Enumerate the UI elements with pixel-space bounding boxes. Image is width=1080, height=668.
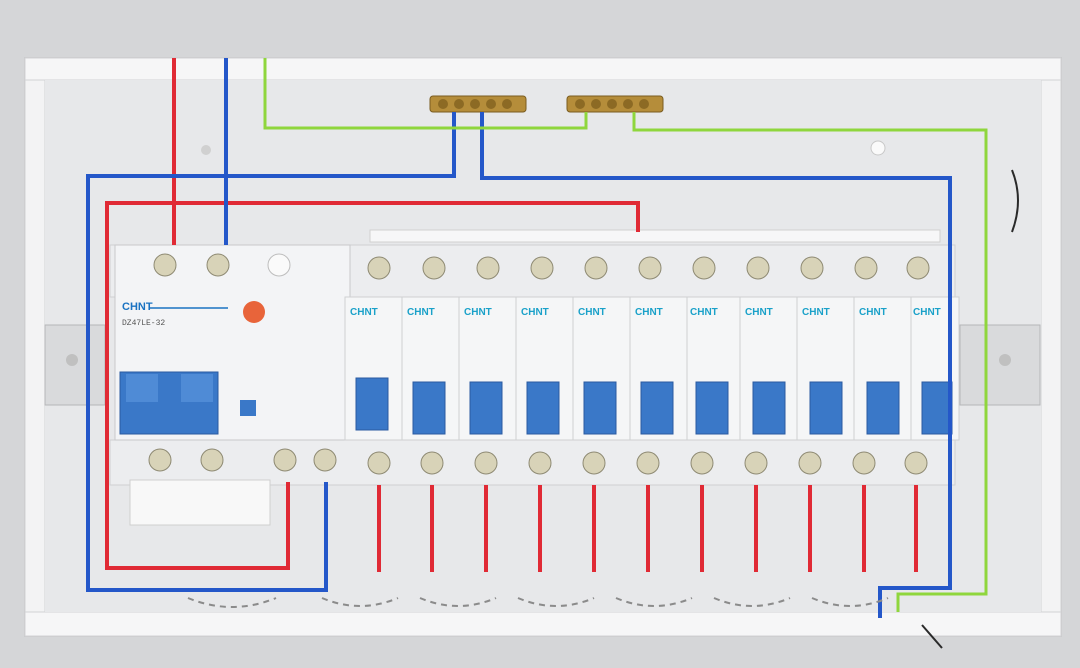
knockouts: [187, 597, 889, 608]
mcb-toggle[interactable]: [526, 381, 560, 435]
neutral-wires: [86, 58, 952, 618]
svg-text:DZ47LE-32: DZ47LE-32: [122, 319, 165, 328]
earth-wire: [263, 58, 988, 612]
din-rail: [44, 324, 1041, 406]
svg-text:CHNT: CHNT: [350, 307, 378, 318]
svg-text:CHNT: CHNT: [690, 307, 718, 318]
svg-text:CHNT: CHNT: [521, 307, 549, 318]
mcb-toggle[interactable]: [752, 381, 786, 435]
svg-text:CHNT: CHNT: [802, 307, 830, 318]
svg-text:CHNT: CHNT: [578, 307, 606, 318]
rcd-brand-text: CHNT: [122, 301, 153, 313]
mcb-group-a: CHNT CHNT CHNT CHNT CHNT CHNT CHNT: [344, 256, 741, 475]
mcb-toggle[interactable]: [809, 381, 843, 435]
rcd-terminals: [148, 253, 337, 472]
live-wires: [105, 58, 918, 572]
mcb-toggle[interactable]: [469, 381, 503, 435]
svg-text:CHNT: CHNT: [859, 307, 887, 318]
mcb-toggle[interactable]: [695, 381, 729, 435]
rcd-main-breaker: CHNT DZ47LE-32: [114, 244, 351, 526]
mcb-toggle[interactable]: [866, 381, 900, 435]
busbar-left: [429, 95, 527, 113]
svg-text:CHNT: CHNT: [745, 307, 773, 318]
mcb-toggle[interactable]: [921, 381, 953, 435]
rcd-test-button[interactable]: [243, 301, 265, 323]
mcb-group-b: CHNT CHNT CHNT CHNT: [739, 256, 960, 475]
mcb-toggle[interactable]: [412, 381, 446, 435]
mcb-toggle[interactable]: [583, 381, 617, 435]
svg-text:CHNT: CHNT: [913, 307, 941, 318]
svg-text:CHNT: CHNT: [407, 307, 435, 318]
svg-text:CHNT: CHNT: [464, 307, 492, 318]
mcb-toggle[interactable]: [640, 381, 674, 435]
busbar-right: [566, 95, 664, 113]
mcb-toggle[interactable]: [355, 377, 389, 431]
svg-text:CHNT: CHNT: [635, 307, 663, 318]
